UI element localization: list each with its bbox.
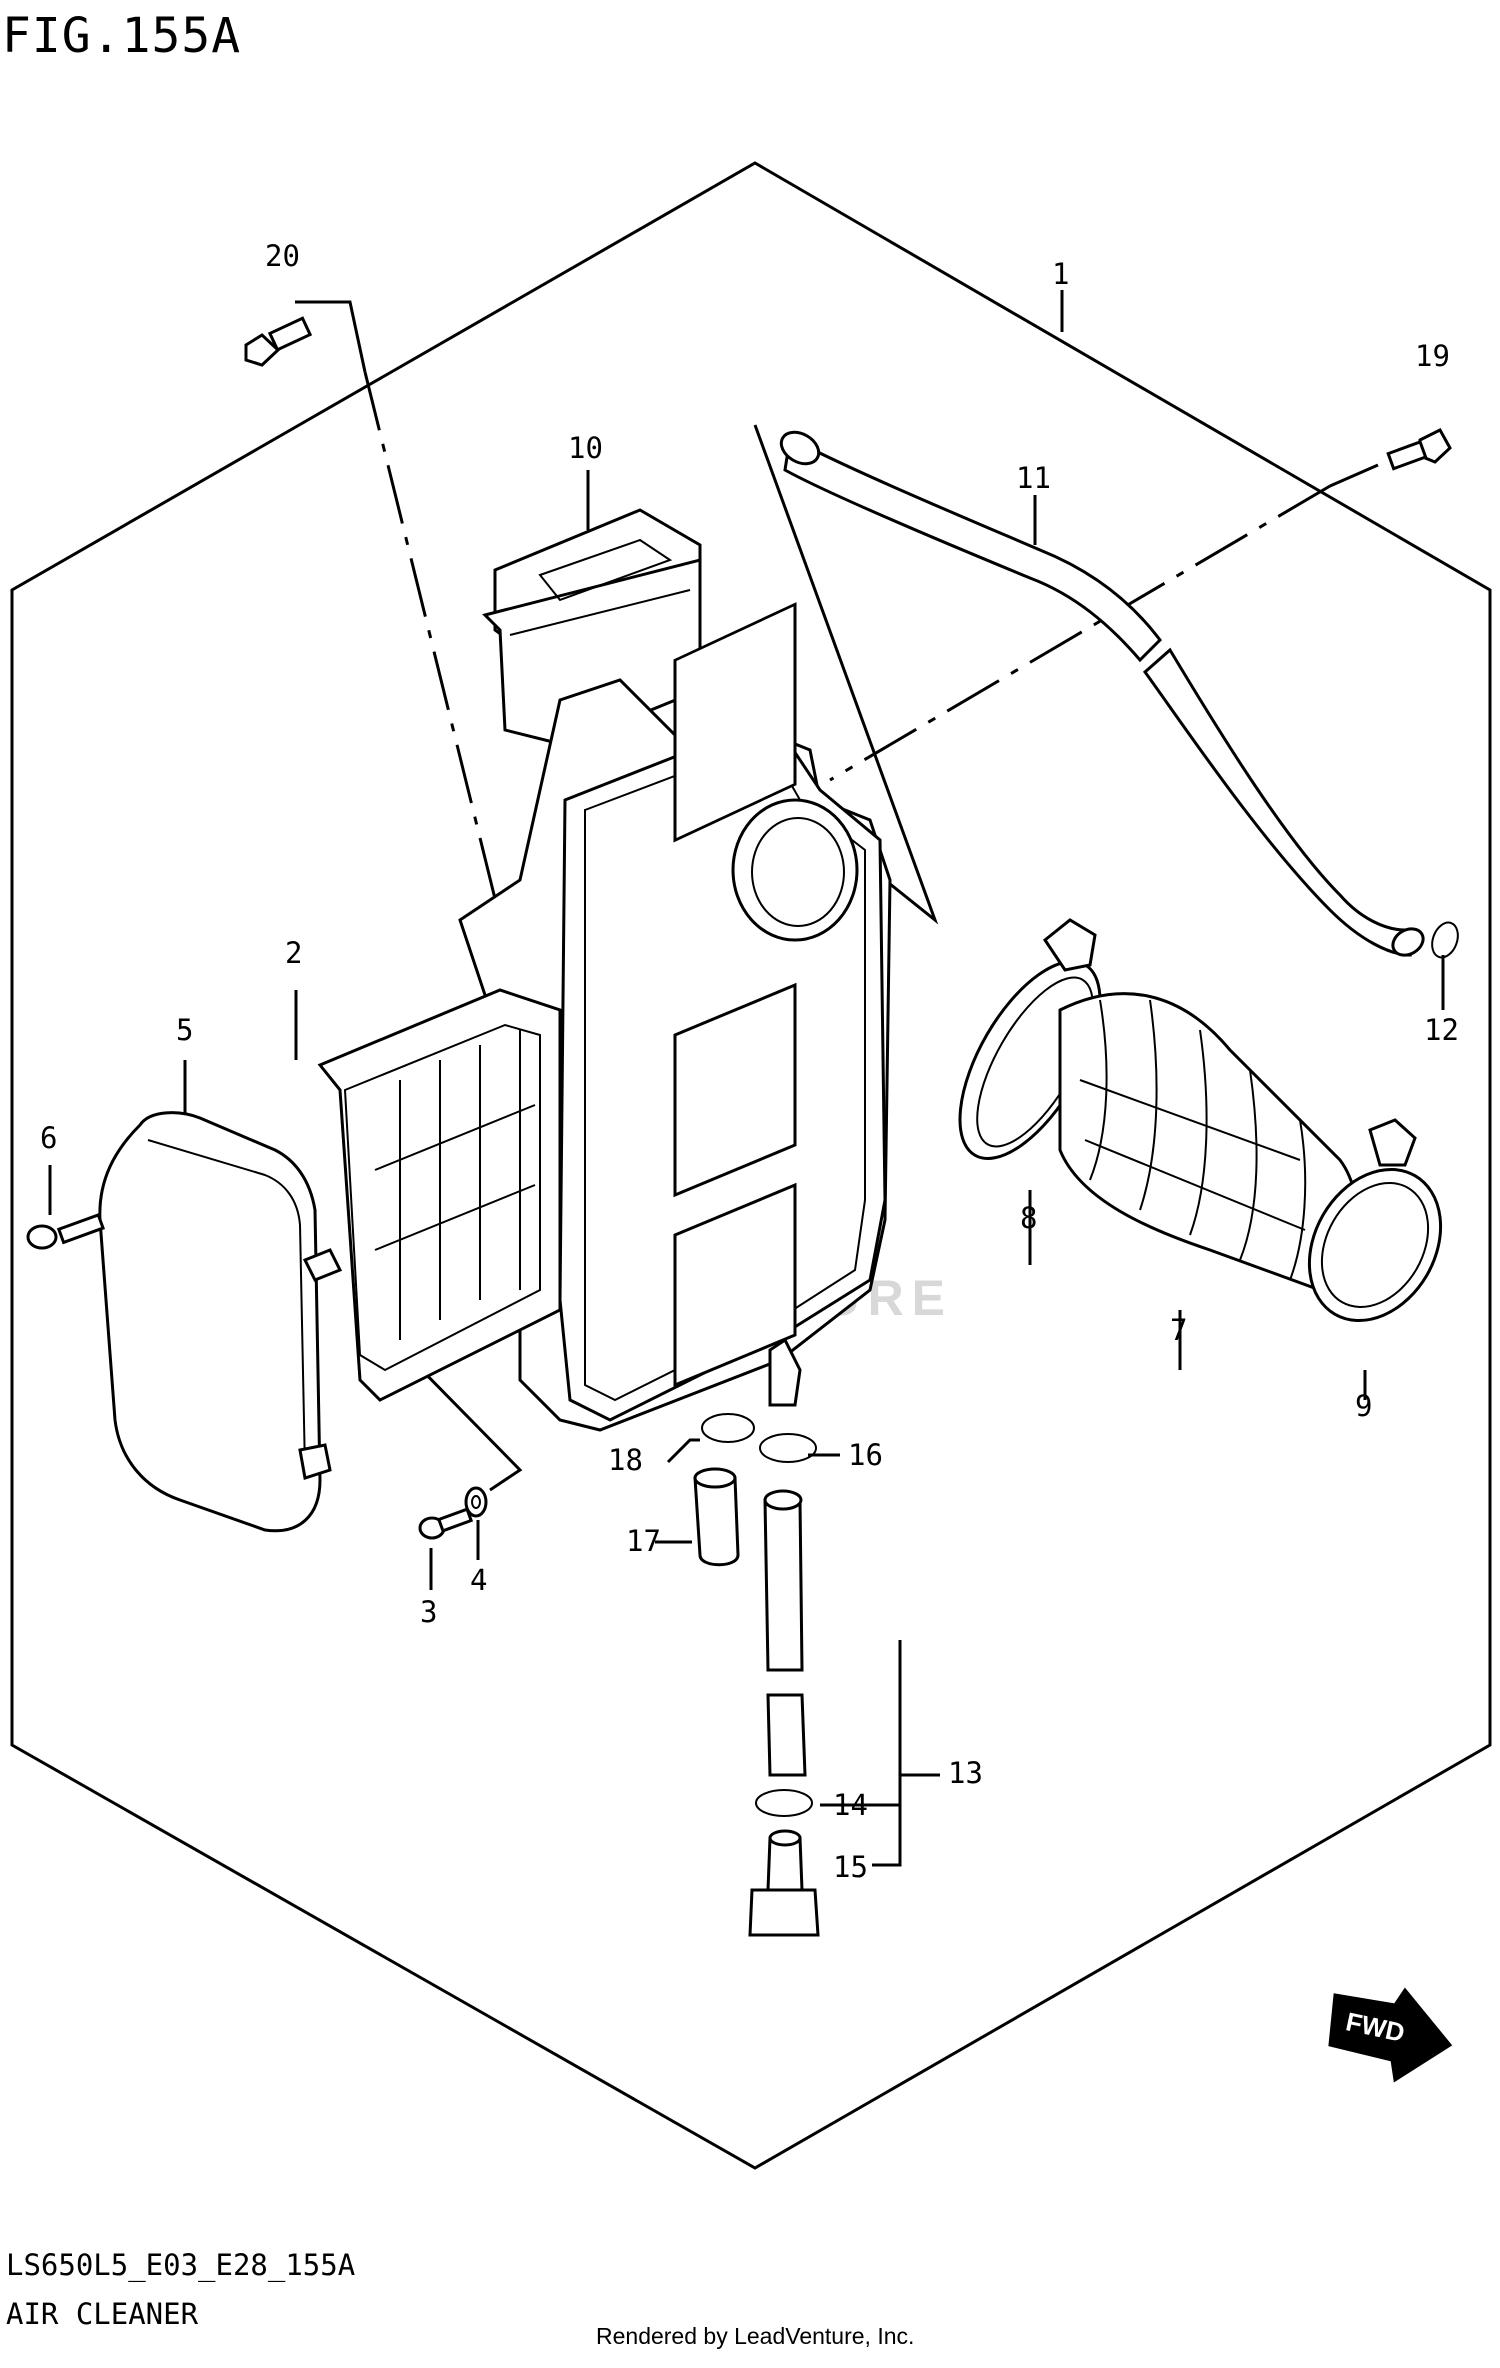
cover-5[interactable] <box>98 1111 343 1533</box>
callout-11: 11 <box>1016 461 1051 495</box>
callout-5: 5 <box>176 1013 193 1047</box>
callout-2: 2 <box>285 936 302 970</box>
callouts: 1 2 3 4 5 6 7 8 9 10 11 12 13 14 15 16 1… <box>40 239 1459 1884</box>
bolt-19[interactable] <box>1386 428 1452 471</box>
washer-4[interactable] <box>464 1486 488 1518</box>
callout-12: 12 <box>1424 1013 1459 1047</box>
callout-6: 6 <box>40 1121 57 1155</box>
clip-12[interactable] <box>1428 919 1463 961</box>
callout-13: 13 <box>948 1756 983 1790</box>
section-name: AIR CLEANER <box>6 2297 199 2331</box>
callout-7: 7 <box>1170 1313 1187 1347</box>
callout-4: 4 <box>470 1563 487 1597</box>
callout-20: 20 <box>265 239 300 273</box>
clip-18[interactable] <box>701 1413 755 1443</box>
callout-14: 14 <box>833 1788 868 1822</box>
clamp-9[interactable] <box>1283 1118 1467 1344</box>
callout-19: 19 <box>1415 339 1450 373</box>
clip-16[interactable] <box>759 1433 817 1463</box>
screw-3[interactable] <box>418 1507 474 1540</box>
plug-17[interactable] <box>693 1467 740 1567</box>
screw-6[interactable] <box>26 1212 105 1250</box>
air-cleaner-case[interactable] <box>458 602 892 1432</box>
callout-15: 15 <box>833 1850 868 1884</box>
figure-title: FIG.155A <box>2 8 241 64</box>
callout-8: 8 <box>1020 1201 1037 1235</box>
hose-11[interactable] <box>776 426 1428 961</box>
callout-18: 18 <box>608 1443 643 1477</box>
callout-16: 16 <box>848 1438 883 1472</box>
clip-14[interactable] <box>755 1789 813 1817</box>
filter-element-2[interactable] <box>317 988 562 1402</box>
fwd-arrow: FWD <box>1328 1987 1453 2083</box>
diagram-code: LS650L5_E03_E28_155A <box>6 2248 355 2283</box>
callout-1: 1 <box>1052 257 1069 291</box>
fitting-15[interactable] <box>748 1829 820 1937</box>
bolt-20[interactable] <box>244 316 313 367</box>
drain-hose-13[interactable] <box>763 1489 807 1777</box>
callout-10: 10 <box>568 431 603 465</box>
intake-duct-10[interactable] <box>482 508 702 747</box>
rendered-by: Rendered by LeadVenture, Inc. <box>596 2323 914 2349</box>
callout-17: 17 <box>626 1524 661 1558</box>
callout-9: 9 <box>1355 1389 1372 1423</box>
callout-3: 3 <box>420 1595 437 1629</box>
assembly-boundary <box>10 161 1492 2170</box>
